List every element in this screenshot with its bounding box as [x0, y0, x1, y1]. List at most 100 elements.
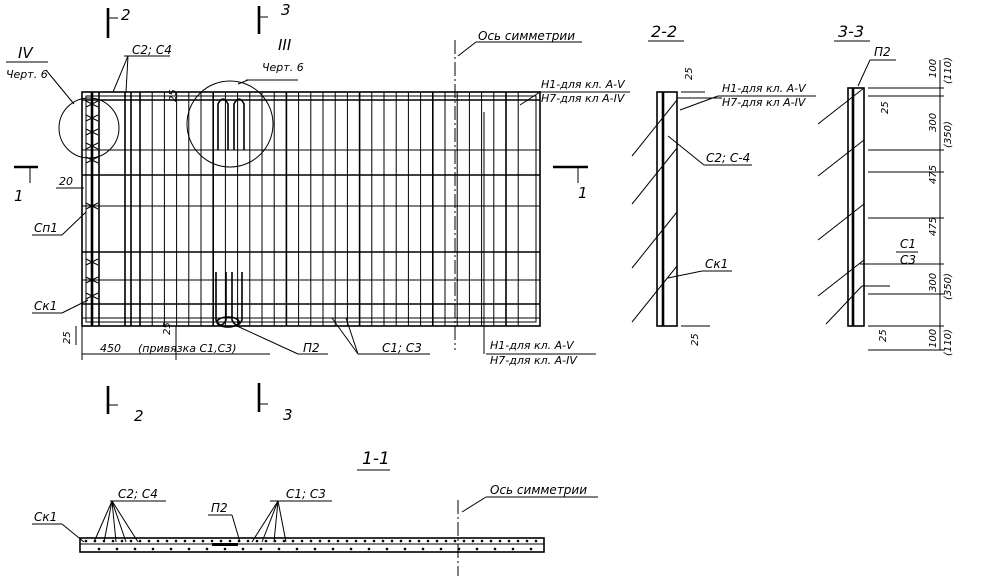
- dim-300-bottom: 300: [928, 273, 939, 292]
- section-22-diagonals: [631, 97, 722, 323]
- dim-20: 20: [59, 175, 73, 188]
- section-11-bar-dot: [156, 539, 160, 543]
- section-22-diagonal: [631, 99, 678, 157]
- section-11-bar-dot: [493, 547, 497, 551]
- section-11-bar-dot: [169, 547, 173, 551]
- section-22-diagonal: [631, 265, 678, 323]
- section-33-diagonal: [825, 285, 863, 325]
- dim-350-top: (350): [943, 121, 954, 148]
- section-11-c1c3: С1; С3: [286, 487, 326, 501]
- detail-iii-ref: Черт. 6: [262, 61, 304, 74]
- section-11-bar-dot: [165, 539, 169, 543]
- section-11-p2-mark: [212, 543, 238, 546]
- loop-hook-1: [217, 98, 229, 150]
- section-11-bar-dot: [259, 547, 263, 551]
- cut-1-right-label: 1: [578, 184, 588, 202]
- section-11-bar-dot: [462, 539, 466, 543]
- section-11-c2c4-leader: [111, 500, 139, 543]
- section-11-bar-dot: [219, 539, 223, 543]
- section-33-title: 3-3: [838, 22, 864, 41]
- left-strip-cross: [85, 128, 99, 136]
- h1-bottom-label: Н1-для кл. А-V: [490, 339, 575, 352]
- section-11-bar-dot: [480, 539, 484, 543]
- left-strip-cross: [85, 292, 99, 300]
- c2c4-top-label: С2; С4: [132, 43, 172, 57]
- section-33-dim-25-bottom: 25: [878, 329, 889, 342]
- section-11-bar-dot: [138, 539, 142, 543]
- detail-iv-label: IV: [18, 44, 34, 62]
- section-11-bar-dot: [489, 539, 493, 543]
- section-11-bar-dot: [228, 539, 232, 543]
- left-strip-marks: [85, 100, 99, 300]
- dim-25-bottom: 25: [162, 322, 173, 335]
- p2-leader: [236, 325, 299, 355]
- section-11-bar-dot: [115, 547, 119, 551]
- section-22-h1: Н1-для кл. А-V: [722, 82, 807, 95]
- h-right-leader: [519, 91, 541, 106]
- section-11-bar-dot: [453, 539, 457, 543]
- section-11-bar-dot: [174, 539, 178, 543]
- section-11-bar-dot: [331, 547, 335, 551]
- section-11-bar-dot: [313, 547, 317, 551]
- section-11-p2-leader: [231, 514, 241, 543]
- detail-iii-circle: [186, 80, 274, 168]
- section-11-c2c4-leader: [93, 500, 113, 543]
- section-22-diagonal: [631, 211, 678, 269]
- dim-450-label: 450: [100, 342, 121, 355]
- section-33-diagonal: [817, 203, 865, 241]
- detail-iv-leader: [45, 69, 75, 105]
- section-33-diagonal: [817, 87, 865, 125]
- section-11-bar-dot: [84, 539, 88, 543]
- section-33-diagonals: [817, 87, 890, 325]
- section-11-bar-dot: [516, 539, 520, 543]
- left-strip-cross: [85, 258, 99, 266]
- section-33-diagonal: [817, 139, 865, 177]
- section-11-bar-dot: [525, 539, 529, 543]
- section-11-bar-dot: [327, 539, 331, 543]
- section-11-c1c3-leader: [251, 500, 279, 543]
- section-11-bar-dot: [444, 539, 448, 543]
- left-strip-cross: [85, 202, 99, 210]
- section-11-bar-dot: [187, 547, 191, 551]
- section-11-bar-dot: [241, 547, 245, 551]
- section-11-bar-dot: [120, 539, 124, 543]
- section-11-bar-dot: [295, 547, 299, 551]
- section-11-bar-dot: [507, 539, 511, 543]
- section-11-sk1: Ск1: [34, 510, 57, 524]
- section-11-bar-dot: [408, 539, 412, 543]
- section-11-bar-dot: [426, 539, 430, 543]
- left-strip-cross: [85, 114, 99, 122]
- section-22-body: [656, 91, 678, 327]
- main-plan-view: 2 2 3 3 1 1 IV Черт. 6 III Черт. 6 С2; С…: [6, 1, 630, 425]
- section-11-bar-dot: [367, 547, 371, 551]
- section-11-bar-dot: [318, 539, 322, 543]
- section-11-bar-dot: [354, 539, 358, 543]
- section-11-symmetry-label: Ось симметрии: [490, 483, 587, 497]
- section-22-sk1: Ск1: [705, 257, 728, 271]
- section-22-dim-25-top: 25: [684, 67, 695, 80]
- section-22-dim-25-bottom: 25: [690, 333, 701, 346]
- h1-right-label: Н1-для кл. А-V: [541, 78, 626, 91]
- section-33-c1: С1: [900, 237, 916, 251]
- dim-110-bottom: (110): [943, 329, 954, 356]
- section-11-bar-dot: [381, 539, 385, 543]
- dim-25-left: 25: [62, 331, 73, 344]
- section-11-bar-dot: [345, 539, 349, 543]
- section-11-c1c3-leader: [261, 500, 279, 543]
- section-11-bar-dot: [534, 539, 538, 543]
- section-22-sk1-leader: [667, 270, 703, 279]
- section-11-bar-dot: [390, 539, 394, 543]
- cut-1-left-label: 1: [14, 187, 24, 205]
- left-strip-cross: [85, 156, 99, 164]
- section-11-bar-dot: [336, 539, 340, 543]
- cut-3-bottom-label: 3: [283, 406, 293, 424]
- section-11-bar-dot: [417, 539, 421, 543]
- p2-label: П2: [303, 341, 320, 355]
- section-11-bar-dot: [399, 539, 403, 543]
- section-11-bar-dot: [210, 539, 214, 543]
- section-2-2: 2-2 25 Н1-для кл. А-V Н7-для кл А-IV С2;…: [631, 22, 816, 346]
- section-11-bar-dot: [471, 539, 475, 543]
- section-11-c2c4-leader: [111, 500, 127, 543]
- c2c4-leader-1: [112, 55, 129, 93]
- dim-110-top: (110): [943, 57, 954, 84]
